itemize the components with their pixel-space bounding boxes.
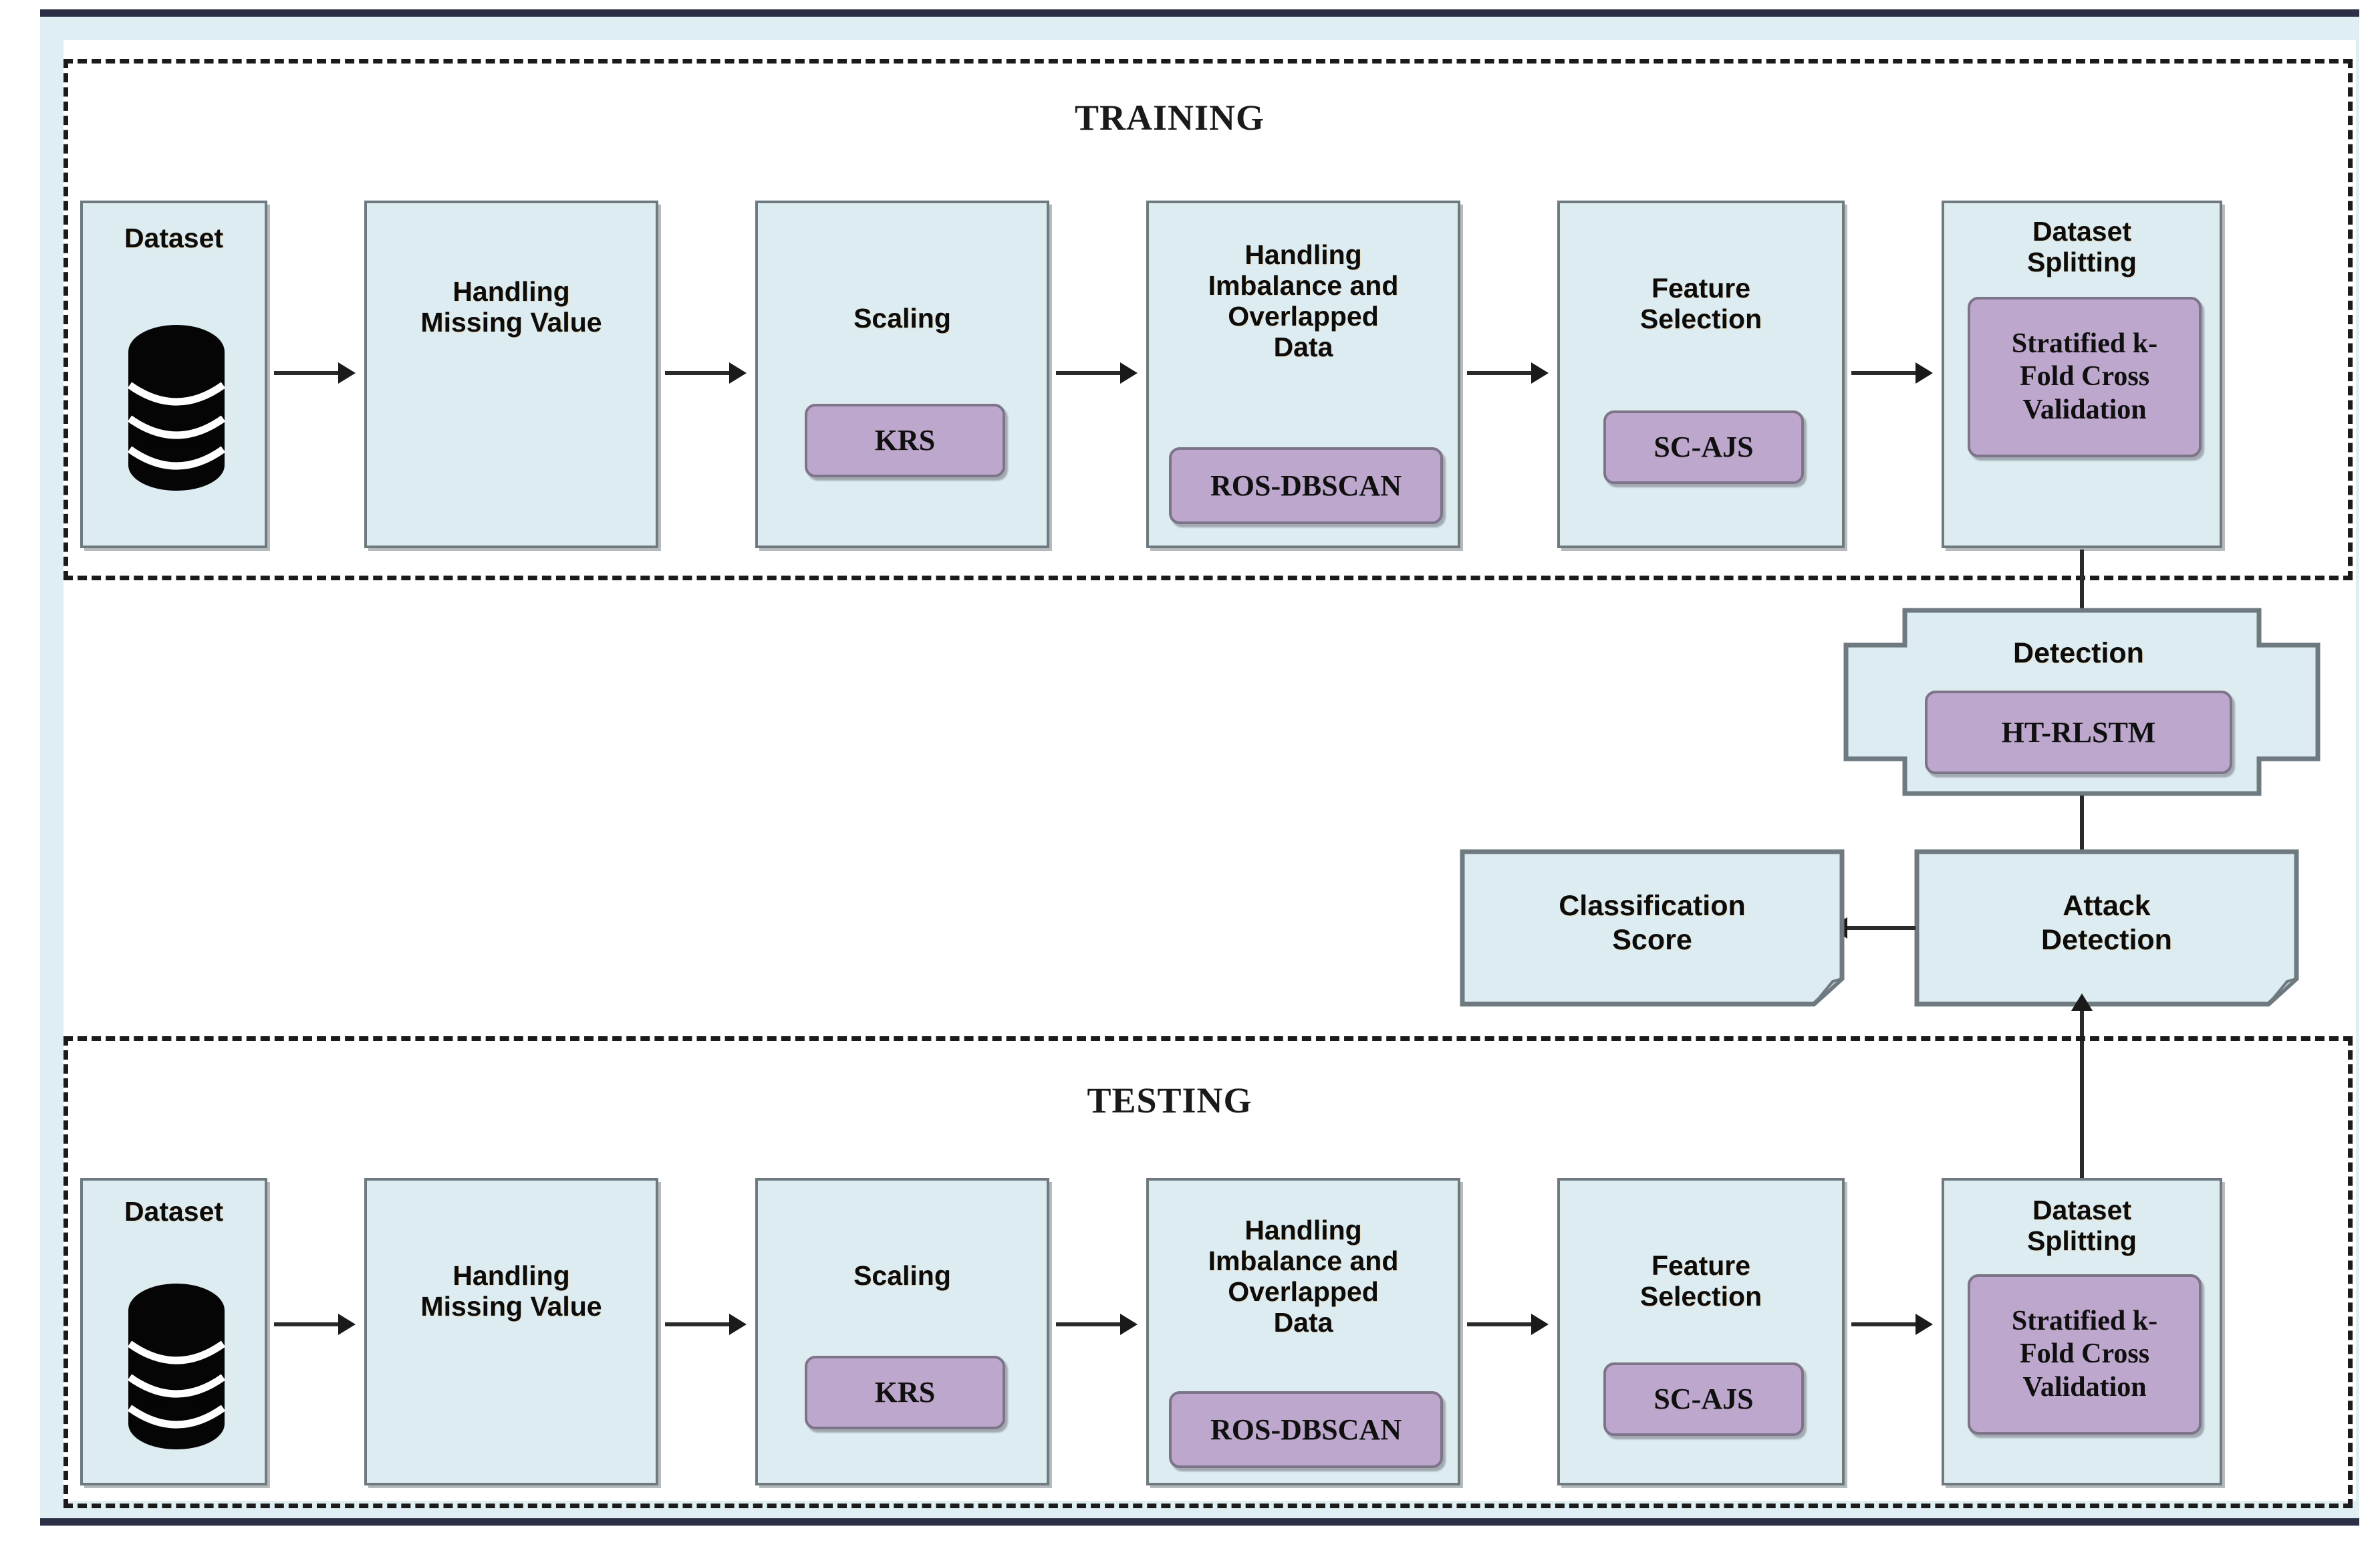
database-icon <box>124 324 229 491</box>
training-step-handling-imbalance-label: Handling Imbalance and Overlapped Data <box>1208 239 1399 362</box>
testing-step-handling-missing-value[interactable]: Handling Missing Value <box>364 1178 658 1485</box>
training-step-scaling[interactable]: Scaling KRS <box>755 201 1049 548</box>
training-connector-3 <box>1056 362 1138 384</box>
arrow-testing-to-attack-detection <box>2071 993 2093 1179</box>
training-step-handling-imbalance[interactable]: Handling Imbalance and Overlapped Data R… <box>1146 201 1460 548</box>
testing-connector-4 <box>1467 1314 1549 1335</box>
testing-step-feature-selection-label: Feature Selection <box>1639 1250 1762 1312</box>
testing-step-dataset[interactable]: Dataset <box>80 1178 267 1485</box>
testing-step-handling-missing-value-label: Handling Missing Value <box>420 1260 602 1322</box>
testing-badge-krs[interactable]: KRS <box>805 1356 1005 1429</box>
training-connector-4 <box>1467 362 1549 384</box>
training-step-handling-missing-value[interactable]: Handling Missing Value <box>364 201 658 548</box>
testing-step-handling-imbalance[interactable]: Handling Imbalance and Overlapped Data R… <box>1146 1178 1460 1485</box>
testing-step-feature-selection[interactable]: Feature Selection SC-AJS <box>1557 1178 1845 1485</box>
training-step-dataset-splitting[interactable]: Dataset Splitting Stratified k- Fold Cro… <box>1942 201 2222 548</box>
testing-group-title: TESTING <box>1087 1080 1252 1120</box>
classification-score-box-label: Classification Score <box>1559 890 1746 956</box>
testing-badge-sc-ajs[interactable]: SC-AJS <box>1603 1362 1804 1436</box>
training-badge-stratified-kfold[interactable]: Stratified k- Fold Cross Validation <box>1968 297 2202 457</box>
classification-score-box[interactable]: Classification Score <box>1458 848 1846 1008</box>
testing-connector-5 <box>1851 1314 1933 1335</box>
testing-step-scaling[interactable]: Scaling KRS <box>755 1178 1049 1485</box>
testing-group <box>63 1036 2353 1508</box>
attack-detection-box-label: Attack Detection <box>2041 890 2172 956</box>
training-step-scaling-label: Scaling <box>853 303 951 334</box>
training-step-dataset-label: Dataset <box>124 223 224 253</box>
training-step-dataset-splitting-label: Dataset Splitting <box>2027 216 2137 277</box>
training-step-handling-missing-value-label: Handling Missing Value <box>420 276 602 338</box>
testing-badge-stratified-kfold[interactable]: Stratified k- Fold Cross Validation <box>1968 1274 2202 1435</box>
training-step-feature-selection-label: Feature Selection <box>1639 273 1762 334</box>
training-connector-1 <box>274 362 356 384</box>
testing-step-dataset-label: Dataset <box>124 1196 224 1227</box>
training-group-title: TRAINING <box>1074 98 1265 138</box>
training-connector-2 <box>665 362 747 384</box>
testing-step-dataset-splitting-label: Dataset Splitting <box>2027 1195 2137 1256</box>
arrow-attack-detection-to-classification-score <box>1830 917 1915 939</box>
database-icon <box>124 1282 229 1449</box>
detection-badge-ht-rlstm[interactable]: HT-RLSTM <box>1925 691 2232 774</box>
training-group <box>63 59 2353 580</box>
testing-connector-1 <box>274 1314 356 1335</box>
testing-connector-3 <box>1056 1314 1138 1335</box>
training-step-feature-selection[interactable]: Feature Selection SC-AJS <box>1557 201 1845 548</box>
testing-connector-2 <box>665 1314 747 1335</box>
training-connector-5 <box>1851 362 1933 384</box>
training-badge-sc-ajs[interactable]: SC-AJS <box>1603 410 1804 484</box>
detection-box-label: Detection <box>2013 637 2144 669</box>
training-badge-ros-dbscan[interactable]: ROS-DBSCAN <box>1169 447 1443 524</box>
training-badge-krs[interactable]: KRS <box>805 404 1005 477</box>
testing-step-handling-imbalance-label: Handling Imbalance and Overlapped Data <box>1208 1215 1399 1338</box>
testing-badge-ros-dbscan[interactable]: ROS-DBSCAN <box>1169 1391 1443 1468</box>
attack-detection-box[interactable]: Attack Detection <box>1913 848 2300 1008</box>
testing-step-dataset-splitting[interactable]: Dataset Splitting Stratified k- Fold Cro… <box>1942 1178 2222 1485</box>
testing-step-scaling-label: Scaling <box>853 1260 951 1291</box>
detection-box[interactable]: Detection HT-RLSTM <box>1831 605 2326 799</box>
training-step-dataset[interactable]: Dataset <box>80 201 267 548</box>
